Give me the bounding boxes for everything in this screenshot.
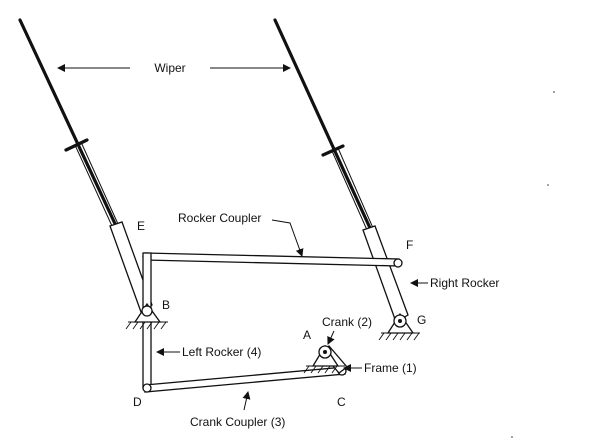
crank-label: Crank (2) — [322, 315, 372, 329]
right-rocker-label: Right Rocker — [430, 276, 499, 290]
crank-coupler-label: Crank Coupler (3) — [190, 415, 285, 429]
crank-coupler-callout: Crank Coupler (3) — [190, 391, 285, 429]
wiper-label: Wiper — [154, 61, 185, 75]
stray-dot — [511, 436, 513, 438]
pivot-g-ground — [378, 312, 420, 341]
wiper-callout: Wiper — [57, 61, 291, 75]
right-wiper — [273, 18, 409, 323]
pivot-b-ground — [125, 302, 168, 330]
crank-coupler-link — [142, 366, 347, 393]
joint-c-label: C — [337, 395, 346, 409]
joint-d-label: D — [133, 395, 142, 409]
pivot-a-ground — [303, 344, 345, 374]
frame-label: Frame (1) — [364, 361, 417, 375]
left-rocker-label: Left Rocker (4) — [182, 345, 261, 359]
rocker-coupler-label: Rocker Coupler — [178, 211, 261, 225]
left-rocker-callout: Left Rocker (4) — [156, 345, 261, 359]
rocker-coupler-callout: Rocker Coupler — [178, 211, 304, 257]
right-rocker-callout: Right Rocker — [410, 276, 499, 290]
frame-callout: Frame (1) — [343, 361, 417, 375]
stray-dot — [547, 184, 549, 186]
crank-callout: Crank (2) — [322, 315, 372, 345]
joint-a-label: A — [303, 328, 311, 342]
joint-f-label: F — [406, 238, 413, 252]
joint-g-label: G — [417, 313, 426, 327]
rocker-coupler-link — [142, 252, 403, 268]
stray-dot — [553, 91, 555, 93]
joint-b-label: B — [162, 298, 170, 312]
left-wiper — [18, 18, 153, 313]
joint-e-label: E — [137, 219, 145, 233]
